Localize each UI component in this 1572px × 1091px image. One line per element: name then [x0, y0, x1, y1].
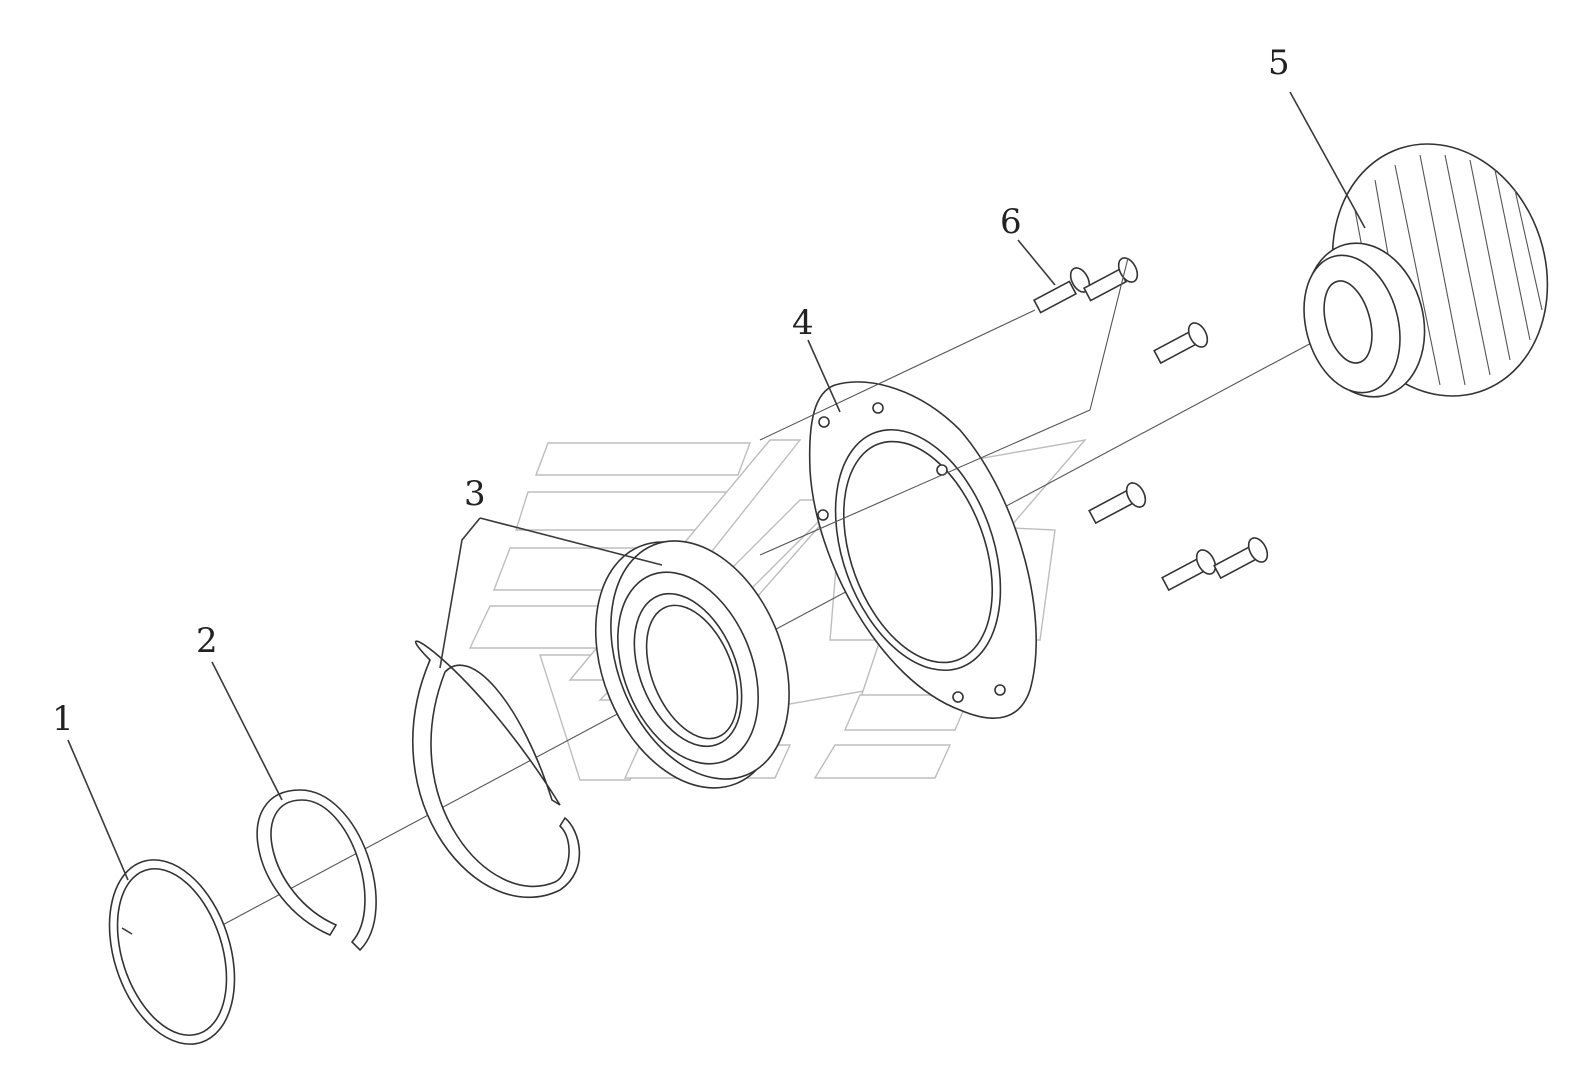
callout-label: 6: [1000, 202, 1022, 242]
callout-label: 5: [1268, 43, 1290, 83]
snap-ring-part: [256, 789, 377, 952]
callout-label: 2: [196, 621, 218, 661]
bolt: [1082, 257, 1139, 302]
bolt: [1032, 267, 1091, 314]
leader-lines: [67, 91, 1366, 881]
ball-bearing-part: [594, 540, 790, 789]
retaining-ring-part: [108, 859, 236, 1045]
bolt: [1153, 322, 1209, 365]
callout-label: 4: [792, 303, 814, 343]
bearing-snap-ring-part: [412, 640, 581, 899]
helical-gear-part: [1303, 143, 1549, 398]
callout-label: 1: [52, 699, 74, 739]
bearing-cover-plate-part: [808, 381, 1037, 719]
callout-label: 3: [464, 474, 486, 514]
bolt: [1161, 549, 1217, 592]
bolt: [1213, 537, 1269, 580]
bolt: [1088, 482, 1147, 525]
flange-bolts-part: [759, 257, 1269, 592]
